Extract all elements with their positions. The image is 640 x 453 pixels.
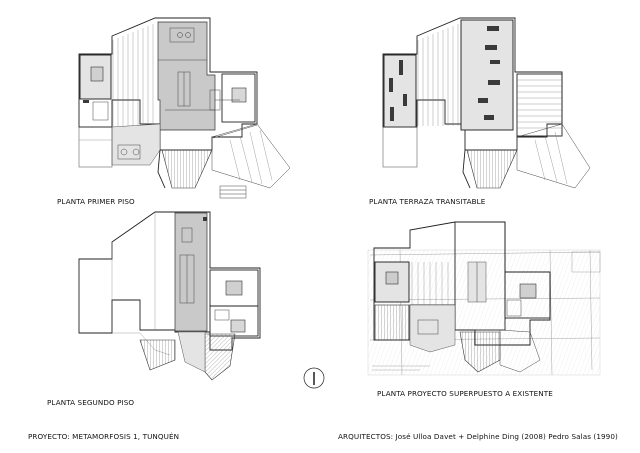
plan-label-segundo-piso: PLANTA SEGUNDO PISO [47, 398, 135, 407]
plan-primer-piso [78, 17, 291, 199]
plan-terraza-transitable [382, 17, 591, 189]
plan-superpuesto [367, 221, 601, 376]
plan-label-terraza: PLANTA TERRAZA TRANSITABLE [369, 197, 486, 206]
architects-credit: ARQUITECTOS: José Ulloa Davet + Delphine… [338, 432, 618, 441]
plan-label-primer-piso: PLANTA PRIMER PISO [57, 197, 135, 206]
project-title: PROYECTO: METAMORFOSIS 1, TUNQUÉN [28, 432, 180, 441]
plan-segundo-piso [78, 211, 261, 381]
plan-label-superpuesto: PLANTA PROYECTO SUPERPUESTO A EXISTENTE [377, 389, 553, 398]
north-arrow-icon [303, 367, 325, 389]
